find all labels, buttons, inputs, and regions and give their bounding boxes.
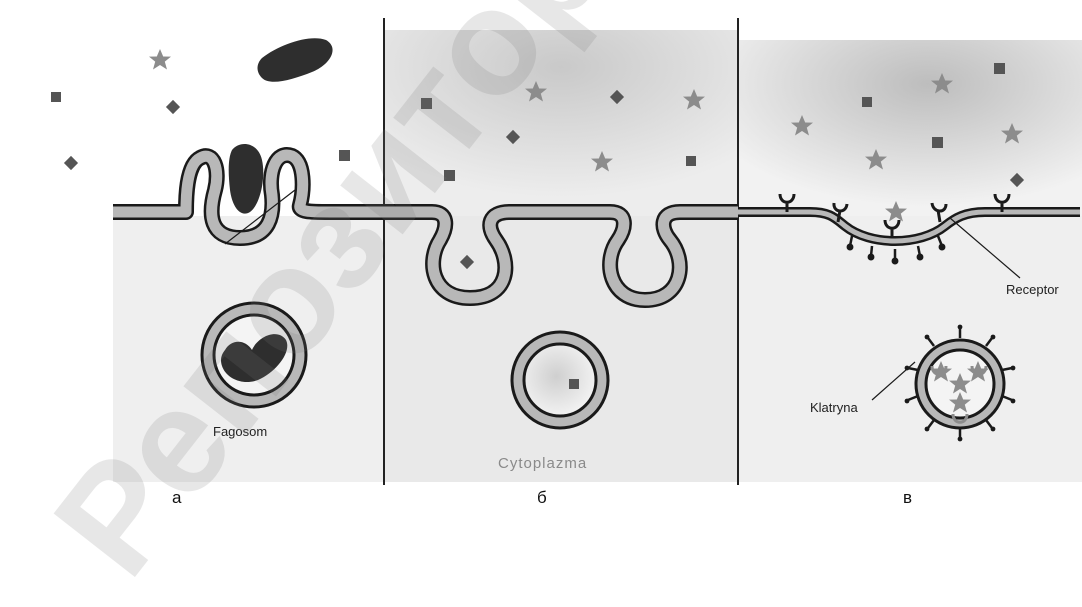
square-particle: [51, 92, 61, 102]
bacterium-free: [258, 38, 333, 82]
pinocytic-vesicle: [512, 332, 608, 428]
square-particle: [932, 137, 943, 148]
endocytosis-diagram: Fagosom Cytoplazma Receptor Klatryna а б…: [0, 0, 1082, 510]
label-cytoplazma: Cytoplazma: [498, 455, 587, 472]
square-particle: [339, 150, 350, 161]
label-receptor: Receptor: [1006, 282, 1059, 297]
square-particle: [686, 156, 696, 166]
diamond-particle: [64, 156, 78, 170]
diamond-particle: [166, 100, 180, 114]
label-fagosom: Fagosom: [213, 424, 267, 439]
phagosome: [202, 303, 306, 407]
panel-label-b: б: [537, 488, 547, 508]
square-particle: [421, 98, 432, 109]
square-particle: [862, 97, 872, 107]
diagram-canvas: [0, 0, 1082, 510]
extracellular-b: [385, 30, 737, 216]
star-particle: [149, 49, 171, 70]
square-particle: [444, 170, 455, 181]
extracellular-c: [739, 40, 1082, 216]
panel-label-a: а: [172, 488, 181, 508]
panel-label-c: в: [903, 488, 912, 508]
bacterium-engulfing: [229, 144, 264, 214]
square-particle: [994, 63, 1005, 74]
cytoplasm-c: [739, 216, 1082, 482]
label-klatryna: Klatryna: [810, 400, 858, 415]
